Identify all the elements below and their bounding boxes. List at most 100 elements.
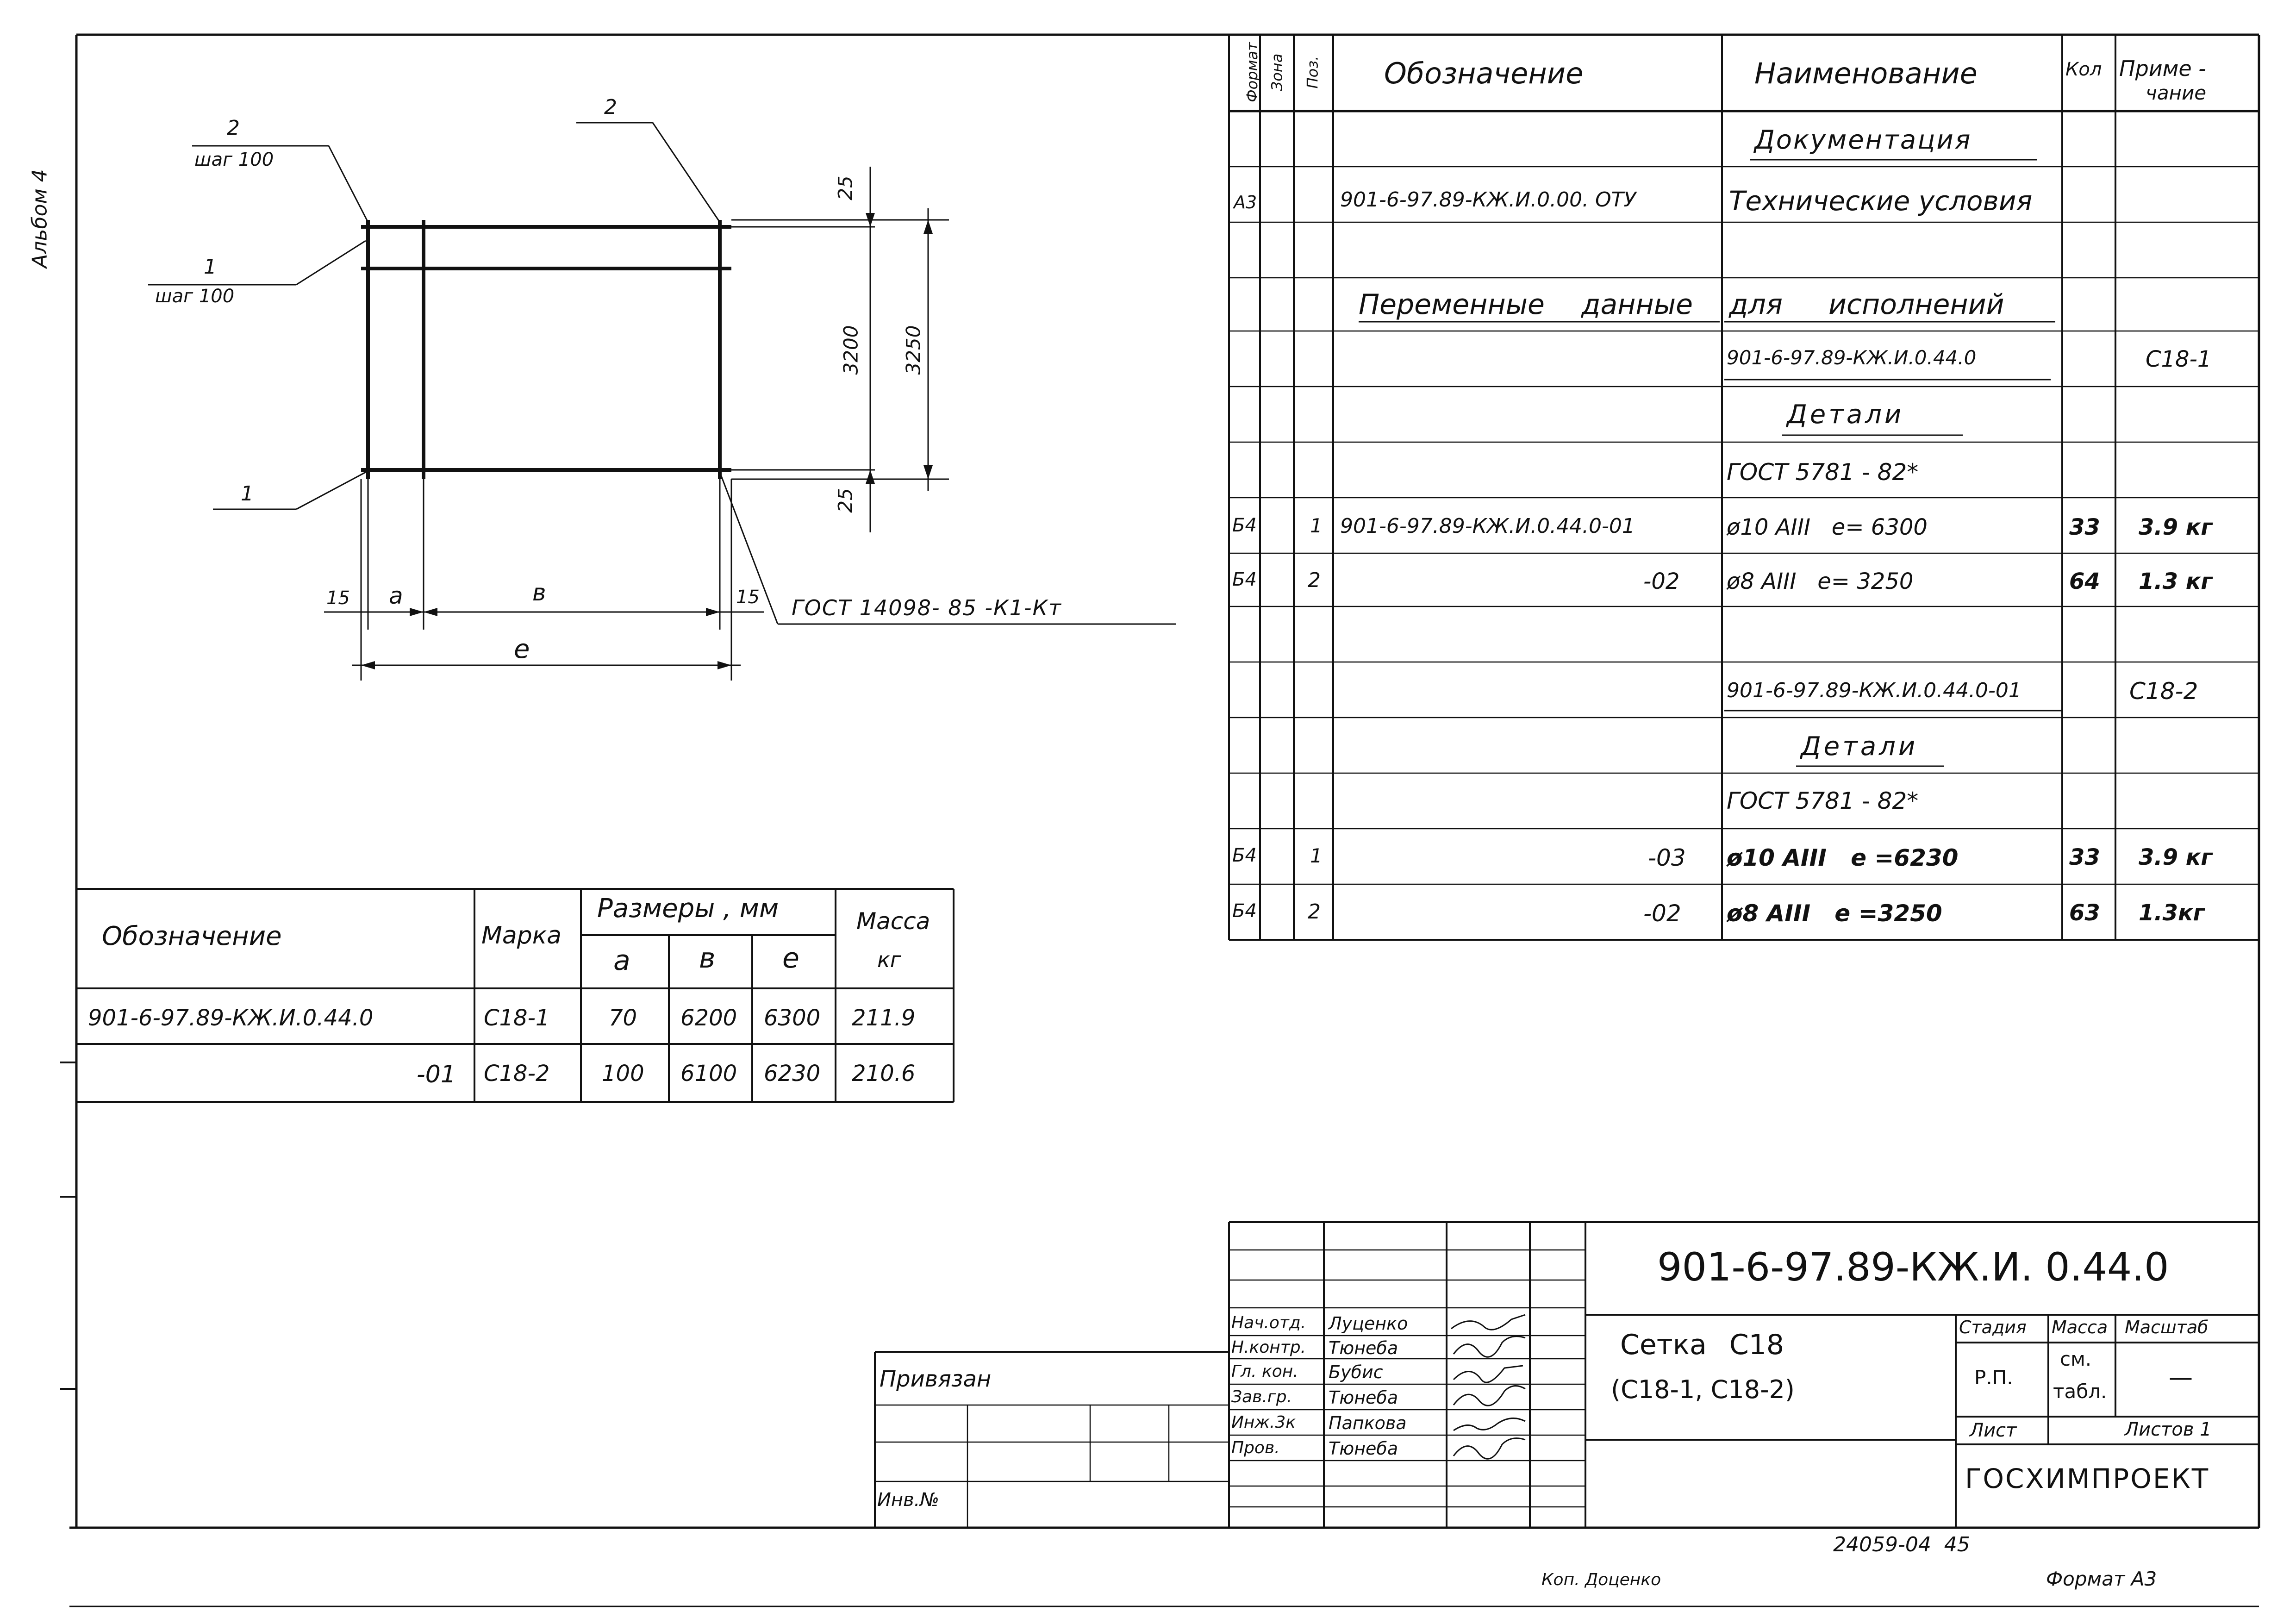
- spec-row-format: Б4: [1232, 569, 1257, 590]
- role-label: Пров.: [1231, 1438, 1280, 1457]
- sizes-row-l: 6230: [764, 1061, 821, 1087]
- callout-pos2-left-step: шаг 100: [194, 149, 274, 170]
- spec-header-note-l2: чание: [2146, 81, 2207, 104]
- scale-value: —: [2169, 1364, 2193, 1392]
- sizes-header-a: а: [613, 944, 630, 977]
- dim-outer-3250: 3250: [902, 325, 925, 375]
- mass-value-l2: табл.: [2053, 1380, 2107, 1403]
- signer-name: Луценко: [1329, 1313, 1408, 1334]
- spec-row-note: 3.9 кг: [2139, 844, 2213, 870]
- spec-row-format: Б4: [1232, 845, 1257, 866]
- role-label: Зав.гр.: [1231, 1387, 1292, 1406]
- stage-header: Стадия: [1959, 1317, 2027, 1337]
- callout-pos1-upper: 1: [204, 255, 217, 279]
- spec-row-name: 901-6-97.89-КЖ.И.0.44.0: [1727, 346, 1977, 369]
- spec-row-name: Документация: [1754, 125, 1972, 155]
- spec-row-name: Детали: [1787, 400, 1904, 430]
- signer-name: Папкова: [1329, 1413, 1407, 1433]
- spec-row-name: 901-6-97.89-КЖ.И.0.44.0-01: [1727, 679, 2021, 702]
- spec-row-name: Детали: [1801, 731, 1918, 762]
- spec-row-qty: 64: [2069, 568, 2100, 594]
- signer-name: Тюнеба: [1329, 1387, 1398, 1408]
- sizes-header-designation: Обозначение: [102, 921, 282, 951]
- sizes-row-a: 100: [602, 1061, 644, 1087]
- dim-a: а: [389, 582, 403, 609]
- spec-row-qty: 33: [2069, 514, 2100, 540]
- dim-b: в: [532, 579, 546, 606]
- spec-row-note: С18-1: [2146, 346, 2212, 372]
- spec-row-name: ø8 АIII е= 3250: [1727, 568, 1914, 594]
- spec-row-designation: 901-6-97.89-КЖ.И.0.44.0-01: [1340, 514, 1635, 538]
- side-label: Альбом 4: [28, 169, 52, 268]
- spec-header-designation: Обозначение: [1384, 56, 1584, 90]
- spec-row-format: Б4: [1232, 515, 1257, 536]
- sizes-row-mass: 211.9: [852, 1005, 916, 1031]
- callout-pos2-left: 2: [227, 116, 240, 140]
- privyazan-label: Привязан: [880, 1366, 992, 1392]
- sizes-row-designation: 901-6-97.89-КЖ.И.0.44.0: [88, 1005, 374, 1031]
- sizes-row-mass: 210.6: [852, 1061, 916, 1087]
- sizes-row-mark: С18-2: [484, 1061, 550, 1087]
- spec-row-name: ГОСТ 5781 - 82*: [1727, 459, 1919, 486]
- sizes-row-b: 6100: [680, 1061, 737, 1087]
- spec-row-designation: 901-6-97.89-КЖ.И.0.00. ОТУ: [1340, 188, 1636, 212]
- dim-inner-3200: 3200: [839, 325, 862, 375]
- spec-row-qty: 33: [2069, 844, 2100, 870]
- spec-row-designation: -03: [1648, 844, 1686, 871]
- spec-header-zone: Зона: [1268, 53, 1286, 91]
- sizes-row-mark: С18-1: [484, 1005, 550, 1031]
- spec-header-format: Формат: [1243, 42, 1261, 102]
- spec-row-designation: Переменные данные: [1359, 288, 1693, 321]
- spec-row-designation: -02: [1643, 900, 1681, 927]
- spec-row-pos: 2: [1308, 568, 1321, 592]
- spec-row-format: А3: [1234, 192, 1257, 212]
- sizes-header-mark: Марка: [481, 922, 562, 949]
- sizes-row-b: 6200: [680, 1005, 737, 1031]
- spec-row-note: 1.3кг: [2139, 900, 2205, 926]
- spec-row-designation: -02: [1643, 568, 1680, 594]
- sheet-label: Лист: [1970, 1420, 2017, 1441]
- spec-header-pos: Поз.: [1304, 56, 1322, 89]
- spec-row-pos: 2: [1308, 900, 1321, 924]
- sizes-header-dims: Размеры , мм: [597, 893, 779, 924]
- dim-left-15: 15: [326, 587, 350, 609]
- dim-bottom-25: 25: [834, 488, 857, 513]
- sizes-header-l: е: [782, 942, 799, 974]
- signer-name: Тюнеба: [1329, 1438, 1398, 1459]
- spec-row-qty: 63: [2069, 900, 2100, 926]
- sheet-format: Формат А3: [2046, 1568, 2157, 1590]
- spec-row-note: С18-2: [2129, 678, 2198, 705]
- sizes-row-l: 6300: [764, 1005, 821, 1031]
- drawing-title-line1: Сетка С18: [1620, 1329, 1784, 1361]
- scale-header: Масштаб: [2125, 1317, 2209, 1337]
- drawing-code: 901-6-97.89-КЖ.И. 0.44.0: [1657, 1244, 2169, 1290]
- drawing-title-line2: (С18-1, С18-2): [1611, 1375, 1795, 1404]
- stage-value: Р.П.: [1974, 1366, 2013, 1389]
- role-label: Н.контр.: [1231, 1338, 1306, 1357]
- signer-name: Бубис: [1329, 1362, 1383, 1382]
- sizes-header-mass-l2: кг: [877, 947, 901, 972]
- spec-row-name: ø8 АIII е =3250: [1727, 900, 1942, 927]
- organization: ГОСХИМПРОЕКТ: [1965, 1463, 2210, 1494]
- callout-pos1-upper-step: шаг 100: [155, 286, 235, 307]
- role-label: Нач.отд.: [1231, 1313, 1306, 1332]
- spec-row-pos: 1: [1310, 514, 1323, 537]
- spec-header-name: Наименование: [1754, 56, 1978, 90]
- callout-pos1-lower: 1: [241, 482, 254, 506]
- callout-pos2-right: 2: [604, 95, 617, 119]
- spec-row-note: 1.3 кг: [2139, 568, 2213, 594]
- mass-header: Масса: [2052, 1317, 2108, 1337]
- sizes-header-mass-l1: Масса: [856, 908, 930, 935]
- spec-header-note-l1: Приме -: [2119, 56, 2206, 81]
- spec-row-name: ø10 АIII е =6230: [1727, 844, 1959, 871]
- sizes-row-a: 70: [609, 1005, 637, 1031]
- spec-row-name: для исполнений: [1729, 288, 2004, 321]
- spec-row-name: ø10 АIII е= 6300: [1727, 514, 1928, 540]
- role-label: Гл. кон.: [1231, 1362, 1298, 1381]
- sheets-label: Листов 1: [2125, 1419, 2212, 1440]
- weld-note: ГОСТ 14098- 85 -К1-Кт: [792, 595, 1062, 620]
- spec-row-name: Технические условия: [1729, 185, 2033, 217]
- role-label: Инж.3к: [1231, 1413, 1296, 1432]
- spec-row-format: Б4: [1232, 900, 1257, 922]
